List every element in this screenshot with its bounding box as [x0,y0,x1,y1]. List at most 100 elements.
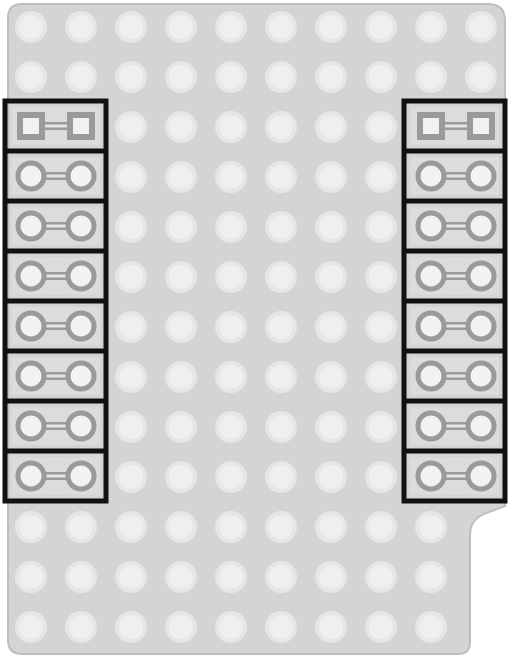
through-hole-pad [315,511,347,543]
square-pin-hole [423,118,439,134]
through-hole-pad [165,11,197,43]
through-hole-pad [265,461,297,493]
round-pin-pad [465,260,497,292]
round-pin-pad [65,260,97,292]
pad-ring [265,161,297,193]
pad-ring [265,311,297,343]
pad-ring [365,261,397,293]
pad-ring [215,211,247,243]
through-hole-pad [115,561,147,593]
header-pin-row [2,398,109,454]
pad-ring [365,461,397,493]
pad-ring [65,561,97,593]
through-hole-pad [115,611,147,643]
pad-ring [265,111,297,143]
through-hole-pad [315,411,347,443]
through-hole-pad [315,461,347,493]
header-pin-row [401,398,508,454]
round-pin-pad [465,410,497,442]
pad-ring [115,361,147,393]
pad-ring [315,411,347,443]
through-hole-pad [315,161,347,193]
pad-ring [215,111,247,143]
pad-ring [365,411,397,443]
through-hole-pad [365,311,397,343]
through-hole-pad [165,611,197,643]
pad-ring [115,61,147,93]
pad-ring [315,561,347,593]
pad-ring [165,261,197,293]
pad-ring [115,511,147,543]
through-hole-pad [365,261,397,293]
header-pin-row [401,98,508,154]
through-hole-pad [215,411,247,443]
pad-ring [415,561,447,593]
pad-ring [115,261,147,293]
through-hole-pad [315,361,347,393]
pad-ring [165,61,197,93]
pad-ring [15,61,47,93]
pad-ring [265,611,297,643]
pad-ring [165,461,197,493]
through-hole-pad [415,11,447,43]
through-hole-pad [465,61,497,93]
through-hole-pad [115,261,147,293]
header-pin-row [401,198,508,254]
through-hole-pad [315,11,347,43]
through-hole-pad [315,111,347,143]
through-hole-pad [265,61,297,93]
pad-ring [215,61,247,93]
pad-ring [115,561,147,593]
pad-ring [315,611,347,643]
through-hole-pad [365,561,397,593]
through-hole-pad [365,461,397,493]
through-hole-pad [215,511,247,543]
round-pin-pad [65,410,97,442]
pad-ring [365,361,397,393]
pad-ring [265,411,297,443]
round-pin-pad [415,160,447,192]
pad-ring [215,311,247,343]
through-hole-pad [315,311,347,343]
pad-ring [215,561,247,593]
through-hole-pad [315,61,347,93]
through-hole-pad [165,111,197,143]
pad-ring [415,511,447,543]
through-hole-pad [365,511,397,543]
pad-ring [115,211,147,243]
pad-ring [315,261,347,293]
through-hole-pad [315,561,347,593]
pad-ring [315,111,347,143]
header-pin-row [2,248,109,304]
through-hole-pad [365,111,397,143]
through-hole-pad [115,161,147,193]
through-hole-pad [115,311,147,343]
through-hole-pad [315,611,347,643]
pad-ring [215,461,247,493]
through-hole-pad [115,61,147,93]
pad-ring [165,561,197,593]
through-hole-pad [215,261,247,293]
pad-ring [315,361,347,393]
through-hole-pad [15,561,47,593]
pad-ring [15,561,47,593]
pad-ring [315,311,347,343]
pad-ring [465,61,497,93]
round-pin-pad [65,210,97,242]
through-hole-pad [365,611,397,643]
pad-ring [215,511,247,543]
pad-ring [365,11,397,43]
pad-ring [315,161,347,193]
header-pin-row [401,448,508,504]
pad-ring [165,211,197,243]
header-pin-row [2,298,109,354]
round-pin-pad [65,160,97,192]
pad-ring [65,511,97,543]
through-hole-pad [165,161,197,193]
through-hole-pad [265,11,297,43]
through-hole-pad [65,611,97,643]
pad-ring [115,411,147,443]
pad-ring [65,61,97,93]
through-hole-pad [165,311,197,343]
